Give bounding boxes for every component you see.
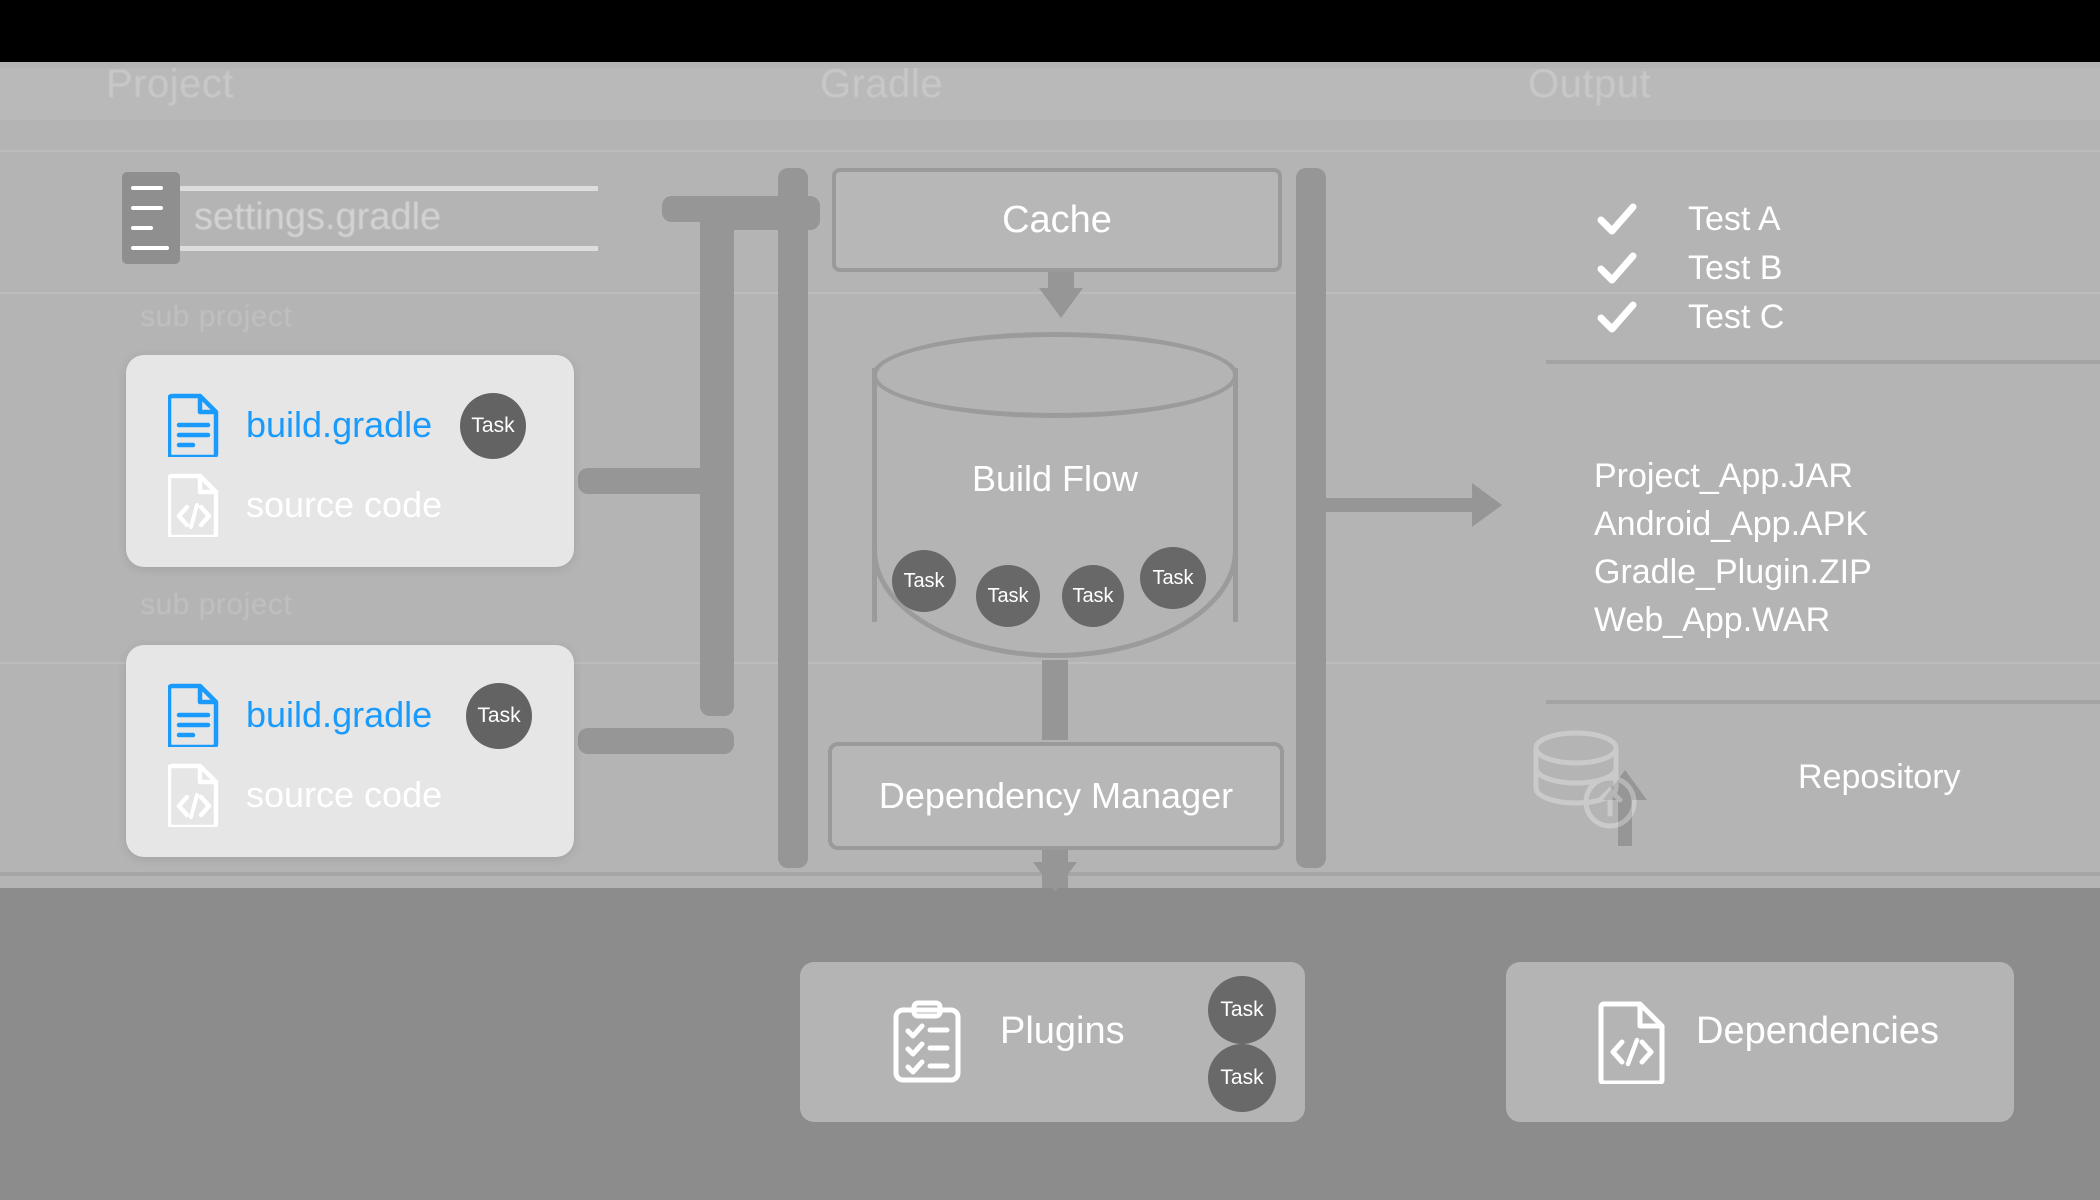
connector-card1 <box>578 468 734 494</box>
task-badge[interactable]: Task <box>1208 1044 1276 1112</box>
connector-gradle-spine <box>778 168 808 868</box>
build-flow-task-badge[interactable]: Task <box>1062 565 1124 627</box>
build-flow-cylinder[interactable]: Build Flow Task Task Task Task <box>872 332 1238 658</box>
project-card[interactable]: build.gradle source code Task <box>126 645 574 857</box>
column-heading-project: Project <box>106 62 234 106</box>
settings-bar-top <box>180 186 598 191</box>
check-icon <box>1597 301 1637 333</box>
artifact-item: Project_App.JAR <box>1594 457 1853 495</box>
arrow-to-artifacts <box>1472 483 1502 527</box>
header-rule-1 <box>0 150 2100 152</box>
test-row: Test B <box>1596 244 2016 292</box>
column-heading-gradle: Gradle <box>820 62 944 106</box>
test-row: Test A <box>1596 195 2016 243</box>
settings-bar-bottom <box>180 246 598 251</box>
top-letterbox-band <box>0 0 2100 62</box>
cache-node[interactable]: Cache <box>832 168 1282 272</box>
test-row: Test C <box>1596 293 2016 341</box>
column-heading-output: Output <box>1528 62 1652 106</box>
arrow-repo-up <box>1603 770 1647 800</box>
build-gradle-row[interactable]: build.gradle <box>168 683 432 747</box>
check-icon <box>1597 203 1637 235</box>
connector-to-artifacts <box>1310 498 1488 512</box>
output-section-divider <box>1546 360 2100 364</box>
artifact-item: Gradle_Plugin.ZIP <box>1594 553 1872 591</box>
build-flow-task-badge[interactable]: Task <box>1140 547 1206 609</box>
connector-card2 <box>578 728 734 754</box>
dependency-manager-node[interactable]: Dependency Manager <box>828 742 1284 850</box>
task-badge[interactable]: Task <box>460 393 526 459</box>
task-badge[interactable]: Task <box>1208 976 1276 1044</box>
build-gradle-label: build.gradle <box>246 694 433 735</box>
source-code-row[interactable]: source code <box>168 763 442 827</box>
document-lines-icon <box>168 683 219 747</box>
build-flow-task-badge[interactable]: Task <box>892 550 956 612</box>
build-flow-label: Build Flow <box>971 458 1139 499</box>
connector-repo-up <box>1618 790 1632 846</box>
database-upload-icon <box>1533 730 1637 829</box>
cylinder-top-cap <box>872 332 1238 418</box>
header-strip <box>0 68 2100 120</box>
cache-label: Cache <box>1002 198 1112 241</box>
repository-section-divider <box>1546 700 2100 704</box>
clipboard-check-icon <box>893 1000 961 1083</box>
subproject-label-bottom: sub project <box>140 588 293 621</box>
build-flow-task-badge[interactable]: Task <box>976 565 1040 627</box>
connector-buildflow-down <box>1042 660 1068 740</box>
plugins-label: Plugins <box>1000 1010 1125 1052</box>
settings-gradle-label: settings.gradle <box>194 196 442 238</box>
settings-gradle-row[interactable]: settings.gradle <box>122 172 598 264</box>
artifact-list: Project_App.JAR Android_App.APK Gradle_P… <box>1594 452 2034 644</box>
dependencies-card[interactable]: Dependencies <box>1506 962 2014 1122</box>
dependencies-label: Dependencies <box>1696 1010 1939 1052</box>
artifact-item: Web_App.WAR <box>1594 601 1831 639</box>
dependency-manager-label: Dependency Manager <box>878 775 1234 816</box>
repository-node[interactable]: Repository <box>1528 716 2028 848</box>
connector-settings-v <box>700 196 734 716</box>
test-label: Test C <box>1688 297 1785 336</box>
test-results-list: Test A Test B Test C <box>1596 195 2016 342</box>
artifact-item: Android_App.APK <box>1594 505 1869 543</box>
arrow-depmgr-down <box>1033 862 1077 892</box>
code-file-icon <box>1598 1001 1665 1084</box>
arrow-cache-to-buildflow <box>1039 288 1083 318</box>
document-lines-icon <box>168 393 219 457</box>
task-badge[interactable]: Task <box>466 683 532 749</box>
check-icon <box>1597 252 1637 284</box>
source-code-label: source code <box>246 774 443 815</box>
connector-output-spine <box>1296 168 1326 868</box>
project-card[interactable]: build.gradle source code Task <box>126 355 574 567</box>
subproject-label-top: sub project <box>140 300 293 333</box>
build-gradle-row[interactable]: build.gradle <box>168 393 432 457</box>
repository-label: Repository <box>1798 758 1961 796</box>
document-icon <box>122 172 180 264</box>
source-code-row[interactable]: source code <box>168 473 442 537</box>
build-gradle-label: build.gradle <box>246 404 433 445</box>
code-file-icon <box>168 473 219 537</box>
source-code-label: source code <box>246 484 443 525</box>
code-file-icon <box>168 763 219 827</box>
test-label: Test B <box>1688 248 1783 287</box>
test-label: Test A <box>1688 199 1781 238</box>
plugins-card[interactable]: Plugins Task Task <box>800 962 1305 1122</box>
